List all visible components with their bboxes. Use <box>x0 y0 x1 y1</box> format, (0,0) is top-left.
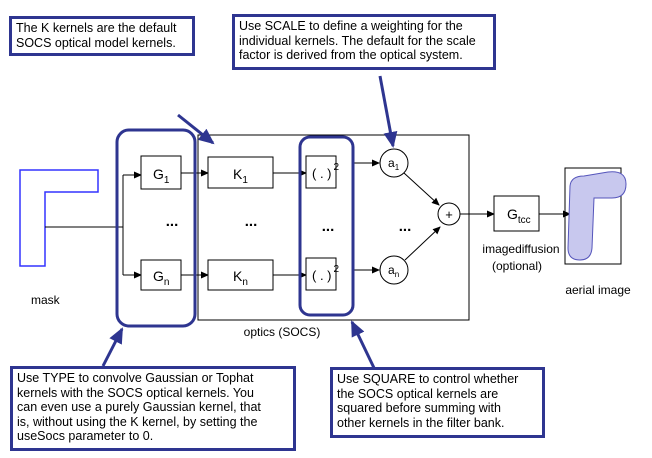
a1-sub: 1 <box>395 163 400 172</box>
mask-shape <box>19 169 99 267</box>
gtcc-base: G <box>507 206 518 222</box>
k1-label: K1 <box>233 166 248 186</box>
square-callout: Use SQUARE to control whether the SOCS o… <box>330 367 545 438</box>
aerial-label: aerial image <box>565 283 631 297</box>
a1-circle <box>379 148 409 178</box>
optics-frame <box>197 134 470 321</box>
k1-sub: 1 <box>242 175 248 186</box>
square1-sup: 2 <box>334 162 340 173</box>
an-sub: n <box>395 270 399 279</box>
type-callout: Use TYPE to convolve Gaussian or Tophat … <box>10 366 296 451</box>
ellipsis-square: ... <box>322 218 335 235</box>
ellipsis-weights: ... <box>399 218 412 235</box>
squaren-sup: 2 <box>334 264 340 275</box>
a1-base: a <box>388 156 395 170</box>
kn-sub: n <box>242 277 248 288</box>
gtcc-label: Gtcc <box>507 206 531 226</box>
kn-box <box>207 259 274 291</box>
k1-box <box>207 156 274 189</box>
gn-sub: n <box>164 277 170 288</box>
wire-an-sum <box>404 226 441 261</box>
kn-base: K <box>233 268 243 284</box>
kernels-callout-arrow <box>177 113 215 145</box>
gaussian-group-outline <box>115 128 197 328</box>
square1-box <box>305 155 337 189</box>
kn-label: Kn <box>233 268 248 288</box>
an-label: an <box>388 263 399 279</box>
wire-a1-sum <box>403 172 440 206</box>
g1-label: G1 <box>153 166 170 186</box>
square1-label: ( . )2 <box>312 162 340 181</box>
an-base: a <box>388 263 395 277</box>
imagediffusion-label: imagediffusion <box>482 242 559 256</box>
ellipsis-k: ... <box>245 213 258 230</box>
gtcc-sub: tcc <box>518 215 531 226</box>
squaren-box <box>305 257 337 291</box>
scale-callout-arrow <box>378 75 398 148</box>
scale-callout: Use SCALE to define a weighting for the … <box>232 14 496 70</box>
sum-label: + <box>445 207 453 222</box>
square1-base: ( . ) <box>312 166 332 181</box>
squaren-label: ( . )2 <box>312 264 340 283</box>
aerial-frame <box>564 167 622 265</box>
type-callout-arrow <box>101 327 124 367</box>
gn-base: G <box>153 268 164 284</box>
an-circle <box>379 255 409 285</box>
optional-label: (optional) <box>492 259 542 273</box>
squaren-base: ( . ) <box>312 268 332 283</box>
square-callout-arrow <box>350 320 377 371</box>
optics-label: optics (SOCS) <box>244 325 321 339</box>
mask-label: mask <box>31 293 61 307</box>
gtcc-box <box>493 195 540 232</box>
gn-label: Gn <box>153 268 169 288</box>
g1-box <box>140 155 182 190</box>
aerial-shape <box>567 171 627 261</box>
ellipsis-g: ... <box>166 213 179 230</box>
a1-label: a1 <box>388 156 400 172</box>
g1-sub: 1 <box>164 175 170 186</box>
square-group-outline <box>298 135 355 317</box>
kernels-callout: The K kernels are the default SOCS optic… <box>9 16 195 56</box>
g1-base: G <box>153 166 164 182</box>
k1-base: K <box>233 166 243 182</box>
